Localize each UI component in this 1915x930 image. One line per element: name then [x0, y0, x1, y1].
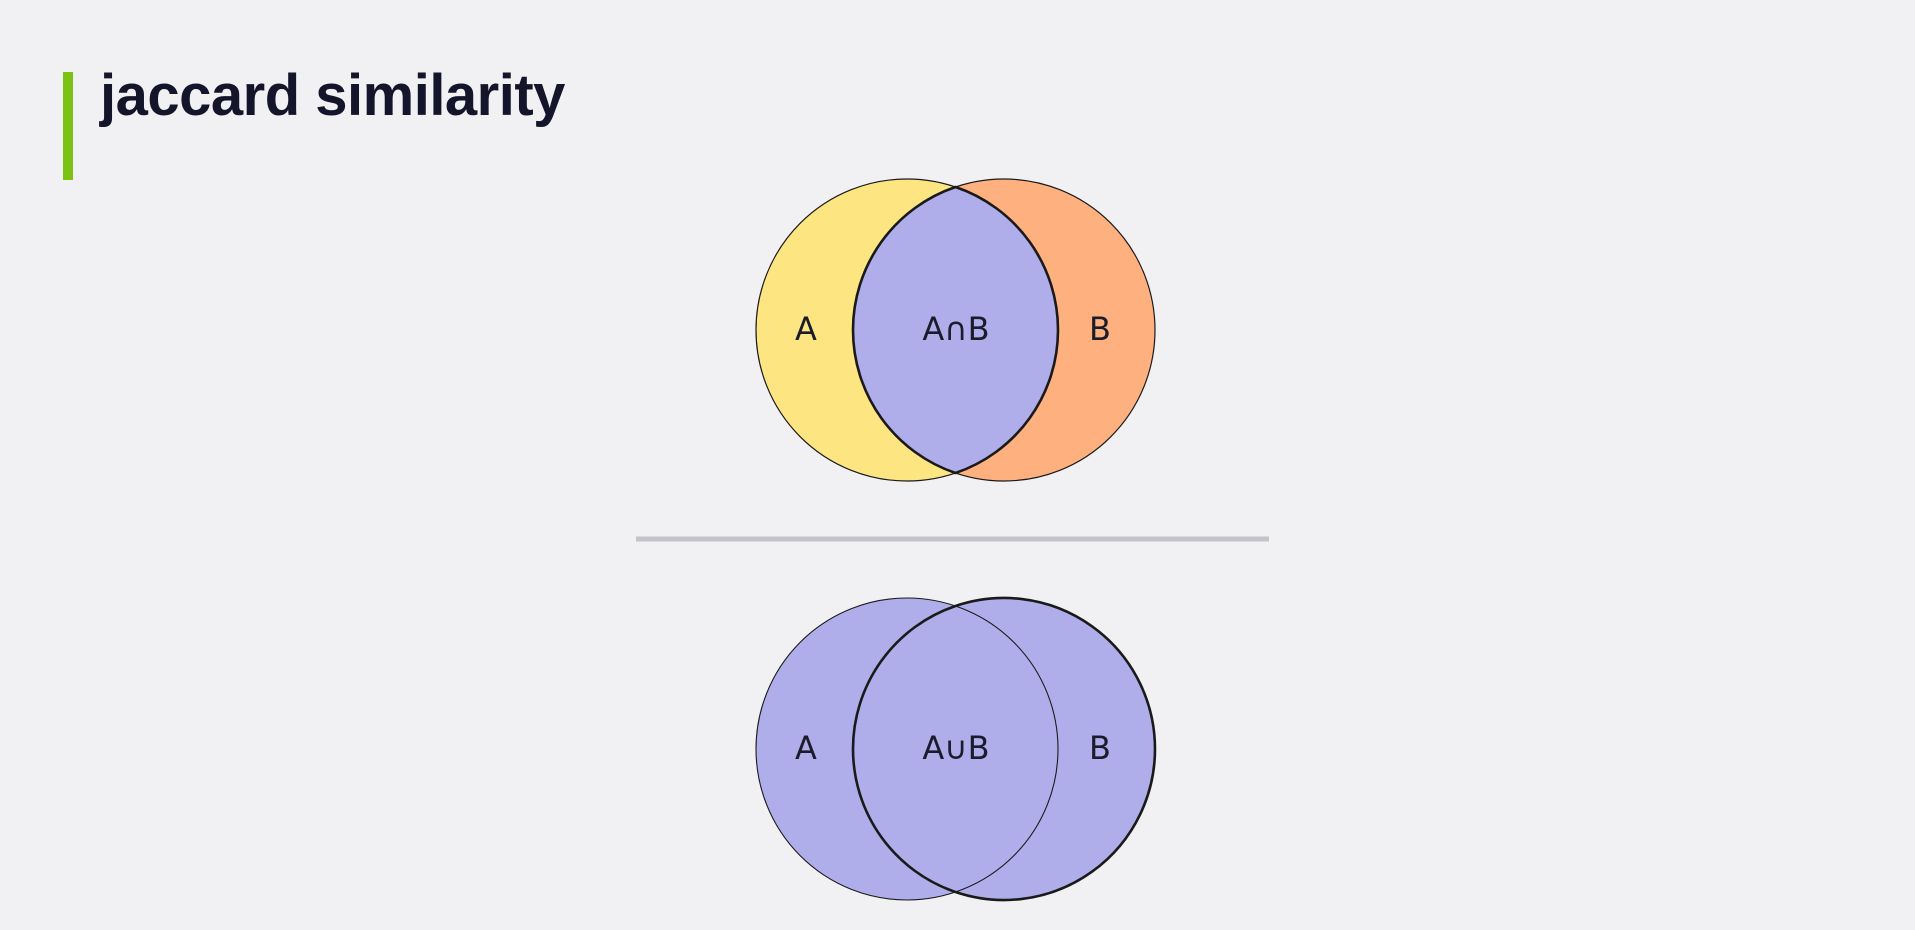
numerator-venn: A A∩B B — [755, 178, 1156, 482]
page-title: jaccard similarity — [100, 63, 565, 128]
denominator-label-union: A∪B — [922, 729, 989, 767]
numerator-label-a: A — [795, 310, 817, 348]
denominator-label-a: A — [795, 729, 817, 767]
numerator-intersection-outline — [851, 185, 1060, 475]
denominator-venn: A A∪B B — [755, 596, 1157, 902]
denominator-union-outline — [851, 596, 1157, 902]
denominator-circle-b — [853, 598, 1155, 900]
title-accent-bar — [63, 72, 73, 180]
numerator-intersection-region — [853, 179, 1058, 481]
denominator-label-b: B — [1089, 729, 1111, 767]
numerator-label-b: B — [1089, 310, 1111, 348]
numerator-label-intersection: A∩B — [922, 310, 989, 348]
denominator-circle-a-outline — [755, 597, 1059, 901]
